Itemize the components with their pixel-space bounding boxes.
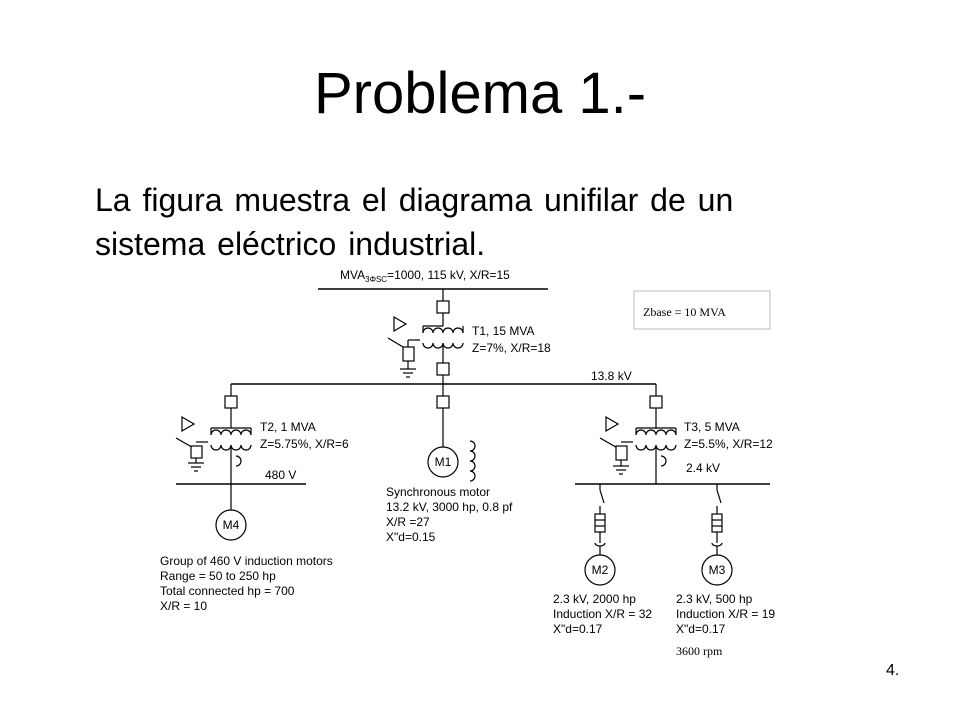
bus-2-4kv-label: 2.4 kV bbox=[686, 461, 720, 475]
m2-desc-1: 2.3 kV, 2000 hp bbox=[553, 592, 636, 606]
t1-secondary-breaker bbox=[436, 362, 450, 376]
t3-rating: T3, 5 MVA bbox=[684, 420, 740, 434]
m3-desc-2: Induction X/R = 19 bbox=[676, 607, 775, 621]
intro-text: La figura muestra el diagrama unifilar d… bbox=[95, 182, 734, 262]
m1-exciter-coil bbox=[469, 440, 476, 482]
bus-480v-label: 480 V bbox=[265, 468, 296, 482]
t3-primary-breaker bbox=[649, 395, 663, 409]
svg-text:MVA3ΦSC=1000, 115 kV, X/R=15: MVA3ΦSC=1000, 115 kV, X/R=15 bbox=[340, 268, 510, 284]
m2-fuse bbox=[594, 513, 606, 533]
m4-desc-1: Group of 460 V induction motors bbox=[160, 554, 333, 568]
m4-motor-symbol bbox=[215, 509, 247, 541]
utility-label-main: MVA bbox=[340, 268, 365, 282]
m3-desc-1: 2.3 kV, 500 hp bbox=[676, 592, 753, 606]
m2-desc-2: Induction X/R = 32 bbox=[553, 607, 652, 621]
t1-transformer: T1, 15 MVA Z=7%, X/R=18 bbox=[387, 289, 551, 384]
t2-rating: T2, 1 MVA bbox=[260, 420, 316, 434]
t1-relay-icon bbox=[393, 315, 408, 333]
t2-relay-icon bbox=[181, 415, 196, 433]
m3-switch bbox=[716, 489, 722, 504]
m2-label: M2 bbox=[592, 563, 609, 577]
utility-label-rest: =1000, 115 kV, X/R=15 bbox=[387, 268, 510, 282]
m1-desc-4: X"d=0.15 bbox=[386, 530, 436, 544]
t1-primary-winding bbox=[422, 327, 464, 334]
t3-impedance: Z=5.5%, X/R=12 bbox=[684, 437, 773, 451]
m4-label: M4 bbox=[223, 518, 240, 532]
bus-13-8kv-label: 13.8 kV bbox=[591, 369, 632, 383]
m1-desc-1: Synchronous motor bbox=[386, 485, 490, 499]
t2-delta-mark bbox=[235, 455, 242, 467]
slide-title: Problema 1.- bbox=[313, 61, 647, 126]
t3-transformer: T3, 5 MVA Z=5.5%, X/R=12 bbox=[599, 384, 773, 484]
t2-impedance: Z=5.75%, X/R=6 bbox=[260, 437, 349, 451]
m4-desc-2: Range = 50 to 250 hp bbox=[160, 569, 276, 583]
t1-primary-breaker bbox=[436, 300, 450, 314]
t2-primary-breaker bbox=[224, 395, 238, 409]
m1-synchronous-motor: M1 Synchronous motor 13.2 kV, 3000 hp, 0… bbox=[386, 384, 513, 544]
m1-breaker bbox=[436, 395, 450, 409]
m2-motor-symbol bbox=[584, 554, 616, 586]
t3-neutral-resistor bbox=[615, 445, 628, 461]
m4-motor-group: M4 Group of 460 V induction motors Range… bbox=[160, 484, 333, 613]
m3-desc-3: X"d=0.17 bbox=[676, 622, 726, 636]
t2-transformer: T2, 1 MVA Z=5.75%, X/R=6 bbox=[175, 384, 349, 484]
m1-desc-3: X/R =27 bbox=[386, 515, 430, 529]
m2-contactor bbox=[594, 542, 606, 547]
m1-motor-symbol bbox=[427, 446, 459, 478]
m3-label: M3 bbox=[709, 563, 726, 577]
m2-switch bbox=[599, 489, 605, 504]
t1-rating: T1, 15 MVA bbox=[472, 324, 534, 338]
page-number: 4. bbox=[886, 662, 900, 679]
m3-motor-symbol bbox=[701, 554, 733, 586]
t3-relay-icon bbox=[605, 415, 620, 433]
zbase-box: Zbase = 10 MVA bbox=[633, 290, 771, 330]
t1-neutral-resistor bbox=[402, 346, 415, 362]
m3-fuse bbox=[711, 513, 723, 533]
utility-source: MVA3ΦSC=1000, 115 kV, X/R=15 bbox=[318, 268, 548, 290]
zbase-label: Zbase = 10 MVA bbox=[643, 305, 726, 319]
m2-induction-motor: M2 2.3 kV, 2000 hp Induction X/R = 32 X"… bbox=[553, 484, 652, 636]
m4-desc-3: Total connected hp = 700 bbox=[160, 584, 295, 598]
t3-delta-mark bbox=[660, 455, 667, 467]
t2-neutral-resistor bbox=[190, 445, 203, 459]
utility-label-sub: 3ΦSC bbox=[365, 275, 387, 284]
m3-contactor bbox=[711, 542, 723, 547]
m2-desc-3: X"d=0.17 bbox=[553, 622, 603, 636]
m1-label: M1 bbox=[435, 455, 452, 469]
m3-speed: 3600 rpm bbox=[676, 644, 723, 658]
t1-impedance: Z=7%, X/R=18 bbox=[472, 341, 551, 355]
m4-desc-4: X/R = 10 bbox=[160, 599, 207, 613]
m1-desc-2: 13.2 kV, 3000 hp, 0.8 pf bbox=[386, 500, 513, 514]
m3-induction-motor: M3 2.3 kV, 500 hp Induction X/R = 19 X"d… bbox=[676, 484, 775, 658]
